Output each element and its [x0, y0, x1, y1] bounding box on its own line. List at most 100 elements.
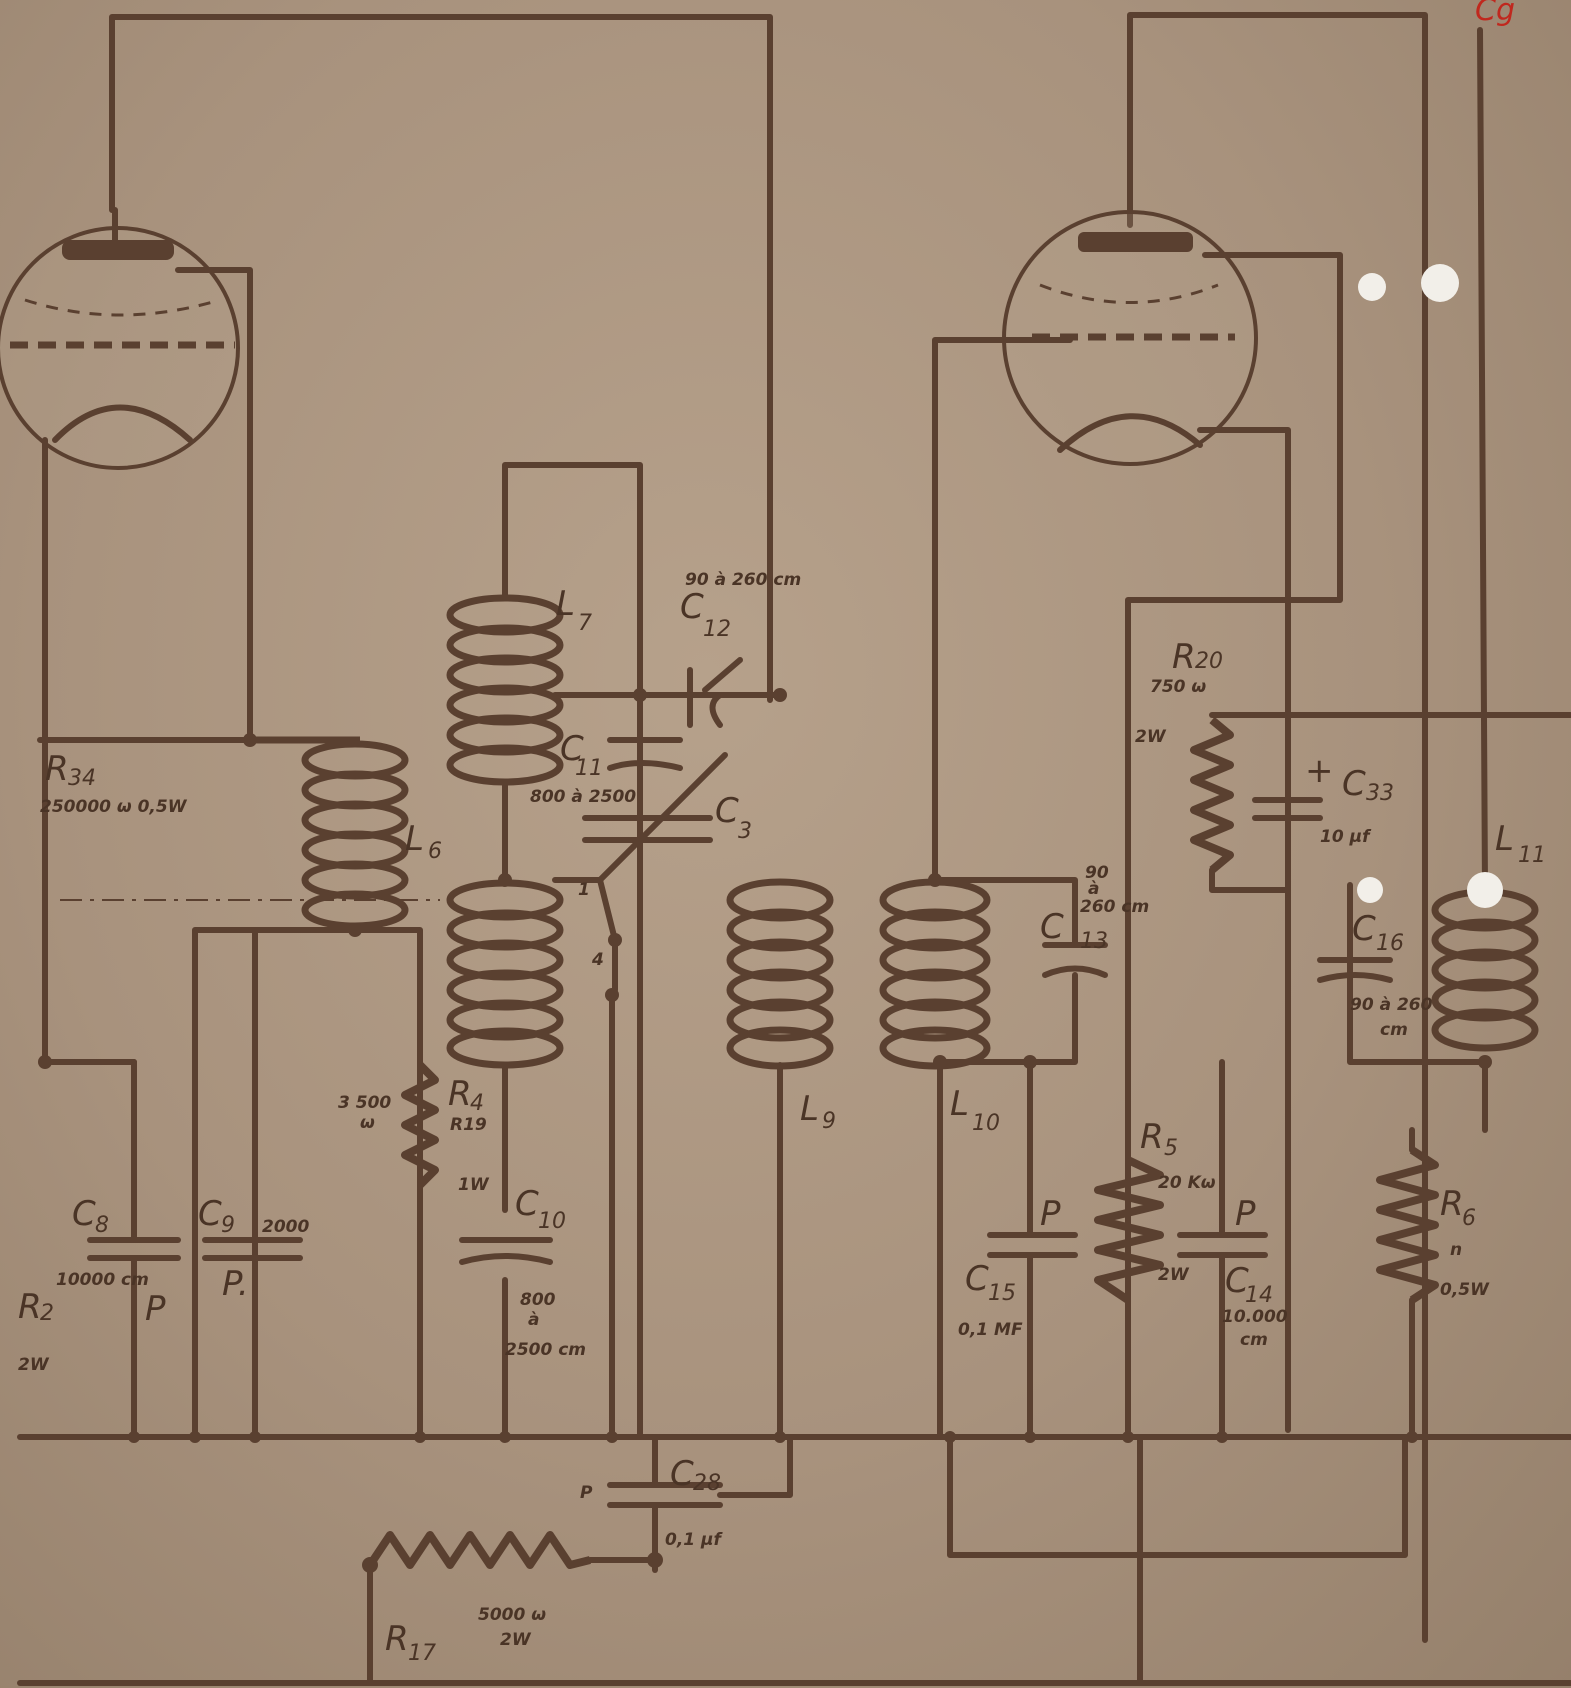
label-C28-sub: 28: [693, 1471, 721, 1496]
wire-switch: [609, 937, 618, 1440]
switch-label-4: 4: [591, 950, 604, 970]
punch-hole-1: [1421, 264, 1459, 302]
value-r5: 20 Kω: [1158, 1173, 1216, 1193]
value-r20: 750 ω: [1150, 677, 1206, 697]
label-C8: C: [72, 1194, 96, 1234]
wire-r20: [1209, 867, 1291, 893]
value-r6-watt: 0,5W: [1440, 1280, 1490, 1300]
value-c13-1: 90: [1085, 863, 1109, 883]
label-L11-sub: 11: [1518, 843, 1546, 868]
label-R12-sub: 2: [40, 1301, 54, 1326]
label-C9-sub: 9: [221, 1213, 235, 1238]
value-r20-watt: 2W: [1135, 727, 1167, 747]
wire-top-right: [1127, 12, 1428, 1643]
value-r17-watt: 2W: [500, 1630, 532, 1650]
label-C33: C: [1342, 764, 1366, 804]
wire-bottom-loop: [947, 1434, 1408, 1686]
label-L10-sub: 10: [972, 1111, 1000, 1136]
value-r4-b: ω: [360, 1113, 375, 1133]
tube-1: [0, 207, 253, 1065]
wire-r17: [367, 1557, 658, 1686]
label-C28: C: [670, 1454, 694, 1494]
value-r34: 250000 ω 0,5W: [40, 797, 188, 817]
punch-hole-3: [1467, 872, 1503, 908]
resistor-R4: [401, 1062, 439, 1188]
value-c15-p: P: [1040, 1194, 1061, 1234]
value-c14-1: 10.000: [1222, 1307, 1288, 1327]
label-C16-sub: 16: [1376, 931, 1404, 956]
label-C14: C: [1225, 1261, 1249, 1301]
punch-hole-2: [1358, 273, 1386, 301]
label-R17-sub: 17: [408, 1641, 436, 1666]
coil-L6: [192, 736, 423, 1440]
value-c10-3: 2500 cm: [505, 1340, 586, 1360]
value-c9: 2000: [262, 1217, 309, 1237]
value-r12: 2W: [18, 1355, 50, 1375]
label-R12: R: [18, 1287, 42, 1327]
label-R5: R: [1140, 1117, 1164, 1157]
capacitor-C10: [459, 1237, 553, 1265]
label-R34: R: [45, 749, 69, 789]
resistor-R6: [1376, 1146, 1439, 1304]
value-r4-watt: 1W: [458, 1175, 490, 1195]
corner-red-mark: Cg: [1475, 0, 1515, 28]
resistor-R20: [1190, 716, 1234, 874]
label-C11-sub: 11: [575, 756, 603, 781]
value-r4-a: 3 500: [338, 1093, 391, 1113]
label-C3-sub: 3: [738, 819, 752, 844]
label-C15: C: [965, 1259, 989, 1299]
value-c11-range: 800 à 2500: [530, 787, 636, 807]
value-r4-r19: R19: [450, 1115, 487, 1135]
resistor-R17: [366, 1531, 591, 1569]
coil-L11: [1347, 27, 1539, 1133]
value-c9-p: P.: [222, 1264, 249, 1304]
label-C13-sub: 13: [1080, 929, 1108, 954]
value-c12-range: 90 à 260 cm: [685, 570, 801, 590]
label-R17: R: [385, 1619, 409, 1659]
capacitor-C15: [987, 1232, 1078, 1258]
capacitor-C12: [687, 657, 743, 728]
value-c13-3: 260 cm: [1080, 897, 1149, 917]
label-C13: C: [1040, 907, 1064, 947]
label-R34-sub: 34: [68, 766, 96, 791]
value-r5-watt: 2W: [1158, 1265, 1190, 1285]
value-c8-p: P: [145, 1289, 166, 1329]
value-c33-plus: +: [1305, 751, 1334, 791]
capacitor-C9: [202, 1237, 303, 1261]
capacitor-C14: [1177, 1059, 1268, 1440]
label-C14-sub: 14: [1245, 1283, 1273, 1308]
label-L9-sub: 9: [822, 1109, 836, 1134]
value-c14-p: P: [1235, 1194, 1256, 1234]
value-r17: 5000 ω: [478, 1605, 546, 1625]
value-c28-p: P: [580, 1483, 593, 1503]
value-c33: 10 µf: [1320, 827, 1372, 847]
switch-label-1: 1: [578, 880, 590, 900]
label-R6: R: [1440, 1184, 1464, 1224]
label-C10: C: [515, 1184, 539, 1224]
value-c28: 0,1 µf: [665, 1530, 724, 1550]
label-C9: C: [198, 1194, 222, 1234]
label-C8-sub: 8: [95, 1213, 109, 1238]
capacitor-C3: [582, 752, 728, 883]
coil-L9: [726, 878, 834, 1440]
coil-L7: [446, 462, 783, 1440]
capacitor-C13: [1042, 942, 1108, 978]
value-c10-1: 800: [520, 1290, 556, 1310]
label-R4: R: [448, 1074, 472, 1114]
label-C15-sub: 15: [988, 1281, 1016, 1306]
value-c15: 0,1 MF: [958, 1320, 1023, 1340]
label-C16: C: [1352, 909, 1376, 949]
label-L6: L: [405, 819, 424, 859]
label-L10: L: [950, 1084, 969, 1124]
label-L6-sub: 6: [428, 839, 442, 864]
capacitor-C16: [1317, 957, 1393, 983]
capacitor-C8: [42, 1059, 181, 1440]
value-c16: 90 à 260: [1350, 995, 1433, 1015]
capacitor-C28: [607, 1434, 723, 1573]
junctions: [38, 688, 1492, 1573]
label-L11: L: [1495, 819, 1514, 859]
wire-top-left: [109, 14, 773, 703]
label-C12-sub: 12: [703, 617, 731, 642]
label-R5-sub: 5: [1164, 1136, 1178, 1161]
label-C10-sub: 10: [538, 1209, 566, 1234]
